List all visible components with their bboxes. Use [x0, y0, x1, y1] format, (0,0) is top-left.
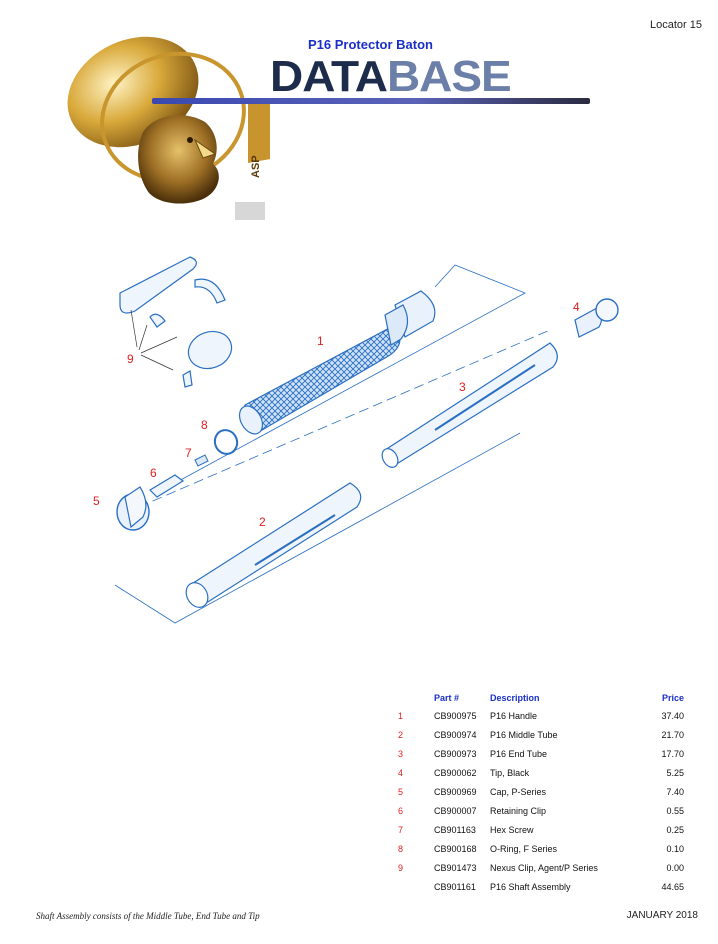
callout-8: 8 [201, 418, 208, 432]
logo-art: ASP [67, 36, 270, 220]
row-description: Cap, P-Series [490, 786, 547, 797]
table-row: 6 CB900007 Retaining Clip 0.55 [396, 801, 684, 820]
row-description: P16 Middle Tube [490, 729, 558, 740]
row-part-number: CB900969 [434, 786, 477, 797]
callout-1: 1 [317, 334, 324, 348]
database-word-part2: BASE [386, 51, 512, 101]
part-retaining-clip [149, 474, 185, 498]
row-part-number: CB901161 [434, 881, 476, 892]
row-callout-number: 7 [398, 824, 404, 835]
asp-logo: ASP [235, 99, 270, 220]
parts-table-header: Part # Description Price [396, 690, 684, 706]
table-row: 5 CB900969 Cap, P-Series 7.40 [396, 782, 684, 801]
row-part-number: CB901163 [434, 824, 476, 835]
database-wordmark: DATABASE [270, 51, 512, 101]
row-part-number: CB900062 [434, 767, 477, 778]
row-description: P16 End Tube [490, 748, 548, 759]
callout-6: 6 [150, 466, 157, 480]
row-part-number: CB901473 [434, 862, 477, 873]
table-row: 8 CB900168 O-Ring, F Series 0.10 [396, 839, 684, 858]
row-part-number: CB900975 [434, 710, 477, 721]
callout-4: 4 [573, 300, 580, 314]
part-handle [238, 290, 436, 435]
row-callout-number: 9 [398, 862, 404, 873]
header-description: Description [490, 693, 540, 703]
parts-table: Part # Description Price 1 CB900975 P16 Ha… [396, 690, 684, 896]
part-middle-tube [185, 482, 362, 608]
row-price: 0.10 [666, 843, 684, 854]
part-hex-screw [194, 454, 209, 467]
locator-label: Locator 15 [650, 19, 702, 31]
row-price: 7.40 [666, 786, 684, 797]
row-price: 37.40 [661, 710, 684, 721]
callout-3: 3 [459, 380, 466, 394]
row-callout-number: 6 [398, 805, 404, 816]
row-description: Nexus Clip, Agent/P Series [490, 862, 598, 873]
header-price: Price [661, 693, 684, 703]
row-callout-number: 4 [398, 767, 404, 778]
database-word-part1: DATA [270, 51, 388, 101]
page-title: P16 Protector Baton [308, 37, 433, 52]
callout-2: 2 [259, 515, 266, 529]
row-price: 44.65 [661, 881, 684, 892]
footnote: Shaft Assembly consists of the Middle Tu… [36, 911, 260, 921]
row-callout-number [396, 877, 434, 896]
svg-text:ASP: ASP [250, 155, 262, 178]
part-cap [116, 486, 150, 531]
table-row: 1 CB900975 P16 Handle 37.40 [396, 706, 684, 725]
callout-7: 7 [185, 446, 192, 460]
header-rule [152, 98, 590, 104]
publication-date: JANUARY 2018 [626, 910, 698, 921]
row-description: P16 Handle [490, 710, 538, 721]
table-row: 9 CB901473 Nexus Clip, Agent/P Series 0.00 [396, 858, 684, 877]
row-price: 0.00 [666, 862, 684, 873]
row-part-number: CB900007 [434, 805, 477, 816]
callout-5: 5 [93, 494, 100, 508]
row-part-number: CB900974 [434, 729, 477, 740]
row-callout-number: 5 [398, 786, 404, 797]
exploded-parts-diagram: 1 2 3 4 5 6 7 8 9 [93, 256, 619, 624]
row-callout-number: 8 [398, 843, 404, 854]
row-price: 0.55 [666, 805, 684, 816]
row-price: 21.70 [661, 729, 684, 740]
table-row: 7 CB901163 Hex Screw 0.25 [396, 820, 684, 839]
table-row: 2 CB900974 P16 Middle Tube 21.70 [396, 725, 684, 744]
row-callout-number: 1 [398, 710, 404, 721]
table-row: CB901161 P16 Shaft Assembly 44.65 [396, 877, 684, 896]
row-description: O-Ring, F Series [490, 843, 558, 854]
row-price: 0.25 [666, 824, 684, 835]
row-description: Retaining Clip [490, 805, 547, 816]
part-o-ring [213, 429, 239, 455]
row-description: Tip, Black [490, 767, 530, 778]
table-row: 4 CB900062 Tip, Black 5.25 [396, 763, 684, 782]
callout-9: 9 [127, 352, 134, 366]
row-part-number: CB900168 [434, 843, 477, 854]
header-part-number: Part # [434, 693, 460, 703]
row-price: 5.25 [666, 767, 684, 778]
row-callout-number: 2 [398, 729, 404, 740]
table-row: 3 CB900973 P16 End Tube 17.70 [396, 744, 684, 763]
row-callout-number: 3 [398, 748, 404, 759]
part-tip [574, 298, 619, 338]
row-price: 17.70 [661, 748, 684, 759]
row-part-number: CB900973 [434, 748, 477, 759]
part-nexus-clip [119, 256, 233, 388]
row-description: Hex Screw [490, 824, 534, 835]
row-description: P16 Shaft Assembly [490, 881, 571, 892]
part-end-tube [381, 342, 558, 468]
